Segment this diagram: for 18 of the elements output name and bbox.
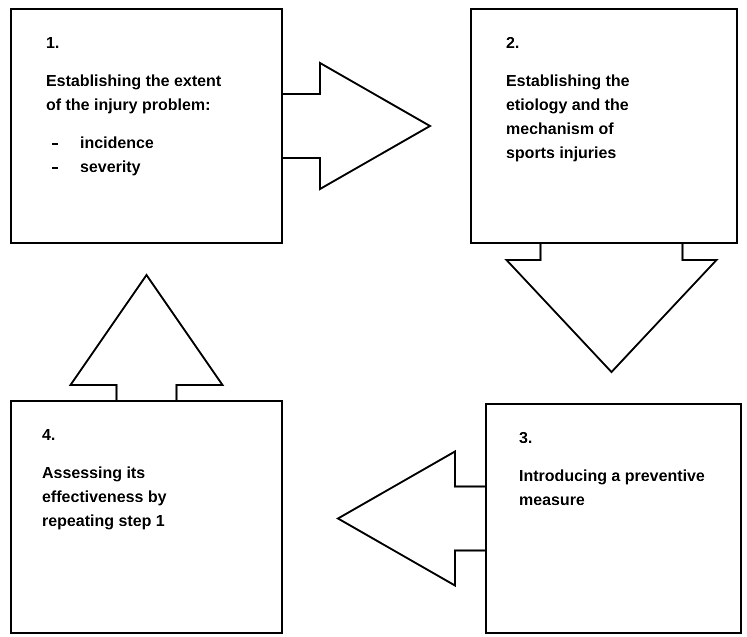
- step-description: Introducing a preventive measure: [519, 467, 706, 511]
- block-arrow: [336, 450, 486, 588]
- step-box: [485, 403, 742, 634]
- list-item: severity: [80, 158, 140, 178]
- step-description: Assessing its effectiveness by repeating step 1: [42, 464, 168, 532]
- step-box: [10, 400, 283, 634]
- step-box: [470, 8, 738, 244]
- list-item: incidence: [80, 134, 154, 154]
- step-description: Establishing the extent of the injury problem:: [46, 72, 222, 116]
- block-arrow: [68, 273, 224, 401]
- block-arrow: [282, 61, 432, 191]
- step-number: 4.: [42, 426, 56, 446]
- step-number: 2.: [506, 34, 520, 54]
- step-number: 3.: [519, 429, 532, 449]
- step-number: 1.: [46, 34, 60, 54]
- step-box: [10, 8, 283, 244]
- block-arrow: [504, 243, 719, 374]
- step-description: Establishing the etiology and the mechanism of sports injuries: [506, 72, 631, 164]
